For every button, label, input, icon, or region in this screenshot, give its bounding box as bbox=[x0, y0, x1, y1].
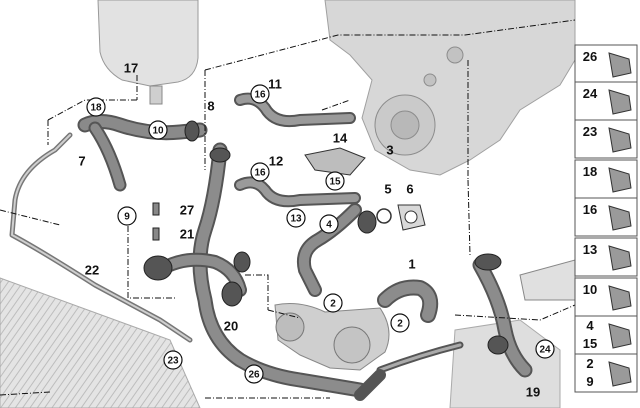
callout-label: 13 bbox=[290, 214, 302, 225]
callout-label: 17 bbox=[124, 61, 138, 76]
callout-c24: 24 bbox=[535, 339, 555, 359]
engine-block bbox=[324, 0, 576, 176]
callout-c1: 1 bbox=[408, 257, 415, 272]
callout-c2b: 2 bbox=[390, 313, 410, 333]
callout-c17: 17 bbox=[124, 61, 138, 76]
hardware-part-icon bbox=[608, 245, 632, 271]
callout-c16b: 16 bbox=[250, 162, 270, 182]
callout-circle bbox=[250, 162, 270, 182]
callout-c22: 22 bbox=[85, 263, 99, 278]
leader-lines bbox=[0, 19, 576, 399]
hardware-part-icon bbox=[608, 323, 632, 349]
hardware-part-icon bbox=[608, 205, 632, 231]
callout-c5: 5 bbox=[384, 182, 391, 197]
callout-c8: 8 bbox=[207, 99, 214, 114]
callout-c23: 23 bbox=[163, 350, 183, 370]
callout-c3: 3 bbox=[386, 143, 393, 158]
hardware-part-icon bbox=[608, 361, 632, 387]
callout-c26: 26 bbox=[244, 364, 264, 384]
callout-circle bbox=[325, 171, 345, 191]
side-panel-label: 23 bbox=[583, 124, 597, 139]
callout-c20: 20 bbox=[224, 319, 238, 334]
hardware-part-icon bbox=[608, 89, 632, 115]
callout-c4: 4 bbox=[319, 214, 339, 234]
callout-label: 8 bbox=[207, 99, 214, 114]
callout-circle bbox=[319, 214, 339, 234]
side-panel-label: 9 bbox=[586, 374, 593, 389]
hardware-part-icon bbox=[608, 285, 632, 311]
callout-label: 22 bbox=[85, 263, 99, 278]
callout-c27: 27 bbox=[180, 203, 194, 218]
callout-c21: 21 bbox=[180, 227, 194, 242]
callout-c10: 10 bbox=[148, 120, 168, 140]
callout-c18: 18 bbox=[86, 97, 106, 117]
side-panel-label: 10 bbox=[583, 282, 597, 297]
callout-c14: 14 bbox=[333, 131, 348, 146]
callout-label: 15 bbox=[329, 177, 341, 188]
callout-circle bbox=[163, 350, 183, 370]
callout-label: 6 bbox=[406, 182, 413, 197]
callout-label: 23 bbox=[167, 356, 179, 367]
hardware-part-icon bbox=[608, 127, 632, 153]
callout-label: 2 bbox=[397, 319, 403, 330]
callout-label: 10 bbox=[152, 126, 164, 137]
callout-label: 16 bbox=[254, 168, 266, 179]
hardware-part-icon bbox=[608, 52, 632, 78]
callout-circle bbox=[286, 208, 306, 228]
side-panel-label: 4 bbox=[586, 318, 594, 333]
callout-circle bbox=[535, 339, 555, 359]
callout-label: 12 bbox=[269, 154, 283, 169]
callout-circle bbox=[323, 293, 343, 313]
callout-label: 7 bbox=[78, 154, 85, 169]
callout-c12: 12 bbox=[269, 154, 283, 169]
callout-c11: 11 bbox=[268, 77, 282, 92]
side-panel-label: 2 bbox=[586, 356, 593, 371]
side-panel: 26 24 23 18 16 13 10 4 15 2 9 bbox=[574, 44, 638, 393]
side-panel-label: 15 bbox=[583, 336, 597, 351]
callout-c13: 13 bbox=[286, 208, 306, 228]
callout-label: 18 bbox=[90, 103, 102, 114]
hardware-part-icon bbox=[608, 167, 632, 193]
callout-circle bbox=[244, 364, 264, 384]
callout-circle bbox=[390, 313, 410, 333]
callout-label: 21 bbox=[180, 227, 194, 242]
callout-label: 2 bbox=[330, 299, 336, 310]
artwork bbox=[0, 0, 576, 408]
callout-c6: 6 bbox=[406, 182, 413, 197]
callout-circle bbox=[250, 84, 270, 104]
callout-circle bbox=[86, 97, 106, 117]
callout-label: 9 bbox=[124, 212, 130, 223]
expansion-tank bbox=[97, 0, 199, 87]
side-panel-label: 13 bbox=[583, 242, 597, 257]
callout-label: 24 bbox=[539, 345, 551, 356]
callout-c2a: 2 bbox=[323, 293, 343, 313]
callout-label: 26 bbox=[248, 370, 260, 381]
side-panel-label: 24 bbox=[583, 86, 598, 101]
side-panel-label: 18 bbox=[583, 164, 597, 179]
callout-label: 3 bbox=[386, 143, 393, 158]
callout-label: 11 bbox=[268, 77, 282, 92]
callout-circle bbox=[148, 120, 168, 140]
callout-label: 20 bbox=[224, 319, 238, 334]
tank-cap bbox=[149, 85, 163, 105]
radiator bbox=[0, 277, 201, 408]
callout-c16a: 16 bbox=[250, 84, 270, 104]
callout-label: 5 bbox=[384, 182, 391, 197]
callout-label: 19 bbox=[526, 385, 540, 400]
callout-c15: 15 bbox=[325, 171, 345, 191]
callout-label: 16 bbox=[254, 90, 266, 101]
callout-circle bbox=[117, 206, 137, 226]
callout-c9: 9 bbox=[117, 206, 137, 226]
callout-label: 4 bbox=[326, 220, 332, 231]
callout-label: 1 bbox=[408, 257, 415, 272]
callout-label: 14 bbox=[333, 131, 348, 146]
callout-c7: 7 bbox=[78, 154, 85, 169]
callout-c19: 19 bbox=[526, 385, 540, 400]
side-panel-label: 16 bbox=[583, 202, 597, 217]
side-panel-label: 26 bbox=[583, 49, 597, 64]
callout-label: 27 bbox=[180, 203, 194, 218]
